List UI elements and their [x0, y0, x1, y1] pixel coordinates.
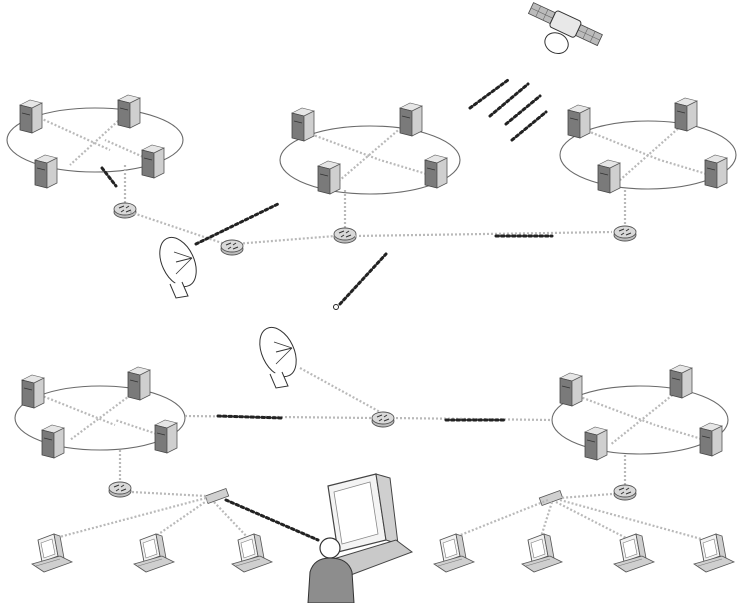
- server-icon: [669, 364, 693, 399]
- desktop-computer-icon: [433, 533, 475, 573]
- server-icon: [127, 366, 151, 401]
- satellite-icon: [527, 2, 603, 55]
- user-workstation: [307, 473, 414, 603]
- router-icon: [108, 481, 132, 498]
- router-icon: [371, 411, 395, 428]
- router-icon: [333, 227, 357, 244]
- wired-link: [234, 234, 336, 246]
- lan-right: [433, 489, 735, 573]
- server-icon: [699, 422, 723, 457]
- desktop-computer-icon: [521, 533, 563, 573]
- server-icon: [674, 97, 698, 132]
- wired-link: [299, 367, 381, 413]
- desktop-computer-icon: [133, 533, 175, 573]
- server-icon: [291, 107, 315, 142]
- ring-network-lower-right: [551, 364, 729, 501]
- server-icon: [141, 144, 165, 179]
- server-icon: [567, 104, 591, 139]
- desktop-computer-icon: [613, 533, 655, 573]
- ring-network-upper-center: [279, 102, 461, 244]
- server-icon: [117, 94, 141, 129]
- server-icon: [559, 372, 583, 407]
- ring-network-lower-left: [14, 366, 186, 498]
- server-icon: [584, 426, 608, 461]
- lan-left: [31, 487, 273, 573]
- desktop-computer-icon: [693, 533, 735, 573]
- server-icon: [317, 160, 341, 195]
- server-icon: [21, 374, 45, 409]
- server-icon: [41, 424, 65, 459]
- desktop-computer-icon: [231, 533, 273, 573]
- router-icon: [613, 484, 637, 501]
- ring-network-upper-left: [6, 94, 184, 219]
- switch-icon: [538, 489, 564, 507]
- wired-link: [391, 416, 553, 422]
- router-icon: [220, 239, 244, 256]
- satellite-dish-icon: [252, 321, 304, 389]
- server-icon: [597, 159, 621, 194]
- wired-link: [129, 210, 226, 246]
- satellite-dish-icon: [152, 231, 204, 299]
- wireless-links-lower: [216, 414, 506, 542]
- server-icon: [19, 99, 43, 134]
- server-icon: [704, 154, 728, 189]
- server-icon: [424, 154, 448, 189]
- ring-network-upper-right: [559, 97, 737, 242]
- wireless-links: [100, 78, 554, 310]
- server-icon: [399, 102, 423, 137]
- person-icon: [307, 537, 355, 603]
- desktop-computer-icon: [31, 533, 73, 573]
- router-icon: [613, 225, 637, 242]
- server-icon: [154, 419, 178, 454]
- server-icon: [34, 154, 58, 189]
- wired-link: [354, 230, 613, 238]
- router-icon: [113, 202, 137, 219]
